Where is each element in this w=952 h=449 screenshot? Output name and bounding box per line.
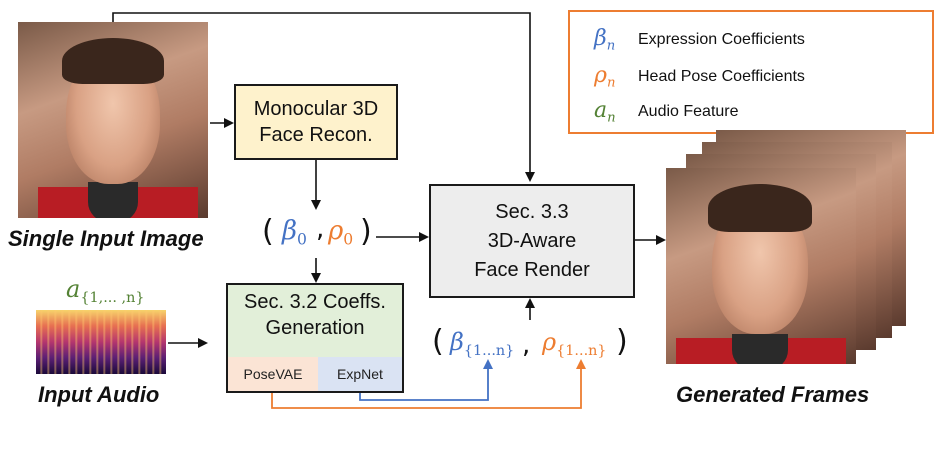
face-recon-box: Monocular 3D Face Recon. [234, 84, 398, 160]
legend-a-symbol: an [594, 98, 616, 126]
legend-item-audio: an Audio Feature [594, 98, 924, 128]
initial-coeffs: ( β0 , ρ0 ) [262, 214, 372, 249]
coeffs-generation-box: Sec. 3.2 Coeffs. Generation PoseVAE ExpN… [226, 283, 404, 393]
beta-seq-symbol: β{1...n} [450, 328, 515, 360]
legend-label-audio: Audio Feature [638, 103, 739, 120]
coeffs-generation-label: Sec. 3.2 Coeffs. Generation [244, 291, 386, 339]
arrow-expnet-to-beta [359, 359, 493, 401]
legend-item-headpose: ρn Head Pose Coefficients [594, 63, 924, 93]
face-render-box: Sec. 3.3 3D-Aware Face Render [429, 184, 635, 298]
expnet-block: ExpNet [318, 357, 402, 391]
legend-label-expression: Expression Coefficients [638, 31, 805, 48]
rho-seq-symbol: ρ{1...n} [542, 328, 607, 360]
legend-beta-symbol: βn [594, 26, 616, 54]
legend-rho-symbol: ρn [594, 63, 616, 91]
legend-item-expression: βn Expression Coefficients [594, 26, 924, 56]
audio-spectrogram [36, 310, 166, 374]
single-input-image [18, 22, 208, 218]
caption-input-audio: Input Audio [38, 382, 160, 407]
rho0-symbol: ρ0 [328, 216, 354, 249]
posevae-block: PoseVAE [228, 357, 318, 391]
legend-label-headpose: Head Pose Coefficients [638, 68, 805, 85]
generated-frame-front [666, 168, 856, 364]
sequence-coeffs: ( β{1...n} , ρ{1...n} ) [432, 324, 628, 360]
caption-generated-frames: Generated Frames [676, 382, 870, 407]
audio-feature-symbol: a{1,... ,n} [66, 275, 145, 307]
arrow-image-to-render [112, 12, 535, 182]
caption-single-input-image: Single Input Image [8, 226, 204, 251]
generated-frames-stack [660, 130, 910, 370]
legend-box: βn Expression Coefficients ρn Head Pose … [568, 10, 934, 134]
beta0-symbol: β0 [282, 216, 307, 249]
arrow-posevae-to-rho [271, 359, 586, 409]
